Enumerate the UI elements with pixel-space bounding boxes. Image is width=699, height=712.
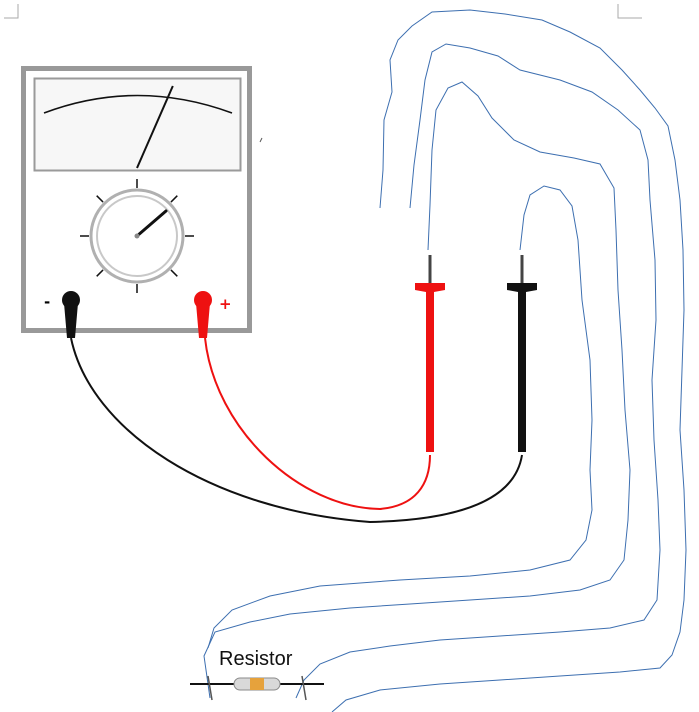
scribble-middle-loop bbox=[295, 43, 661, 699]
resistor-clip-right bbox=[301, 675, 307, 701]
crop-mark-right bbox=[617, 4, 642, 19]
test-probe-black-icon[interactable] bbox=[507, 255, 537, 452]
knob-pointer bbox=[135, 209, 168, 238]
scribble-inner-loop bbox=[203, 81, 631, 699]
banana-jack-red-icon[interactable] bbox=[194, 291, 212, 338]
knob-tick-mark bbox=[170, 269, 178, 277]
hand-drawn-scribble bbox=[203, 9, 687, 712]
banana-jack-black-icon[interactable] bbox=[62, 291, 80, 338]
crop-mark-left bbox=[4, 4, 19, 19]
plus-terminal-label: + bbox=[219, 295, 232, 313]
stray-mark bbox=[259, 137, 263, 143]
knob-tick-mark bbox=[170, 195, 178, 203]
range-selector-knob[interactable] bbox=[80, 179, 194, 293]
knob-tick-mark bbox=[96, 269, 104, 277]
crop-marks bbox=[4, 4, 642, 19]
analog-multimeter: - + bbox=[21, 66, 263, 338]
scribble-probe-loop bbox=[207, 185, 593, 649]
red-test-lead-wire bbox=[204, 337, 431, 511]
resistor-component[interactable]: Resistor bbox=[190, 648, 324, 701]
minus-terminal-label: - bbox=[44, 293, 50, 311]
resistor-color-band bbox=[250, 678, 264, 690]
knob-tick-mark bbox=[96, 195, 104, 203]
knob-center-dot bbox=[134, 233, 140, 239]
knob-tick-marks bbox=[80, 179, 194, 293]
test-probe-red-icon[interactable] bbox=[415, 255, 445, 452]
resistor-clip-left bbox=[207, 675, 213, 701]
scribble-outer-loop bbox=[331, 9, 687, 712]
meter-display-window bbox=[33, 77, 242, 172]
resistor-label: Resistor bbox=[219, 648, 293, 670]
black-test-lead-wire bbox=[70, 337, 523, 524]
meter-needle bbox=[136, 85, 174, 169]
meter-scale-arc bbox=[43, 94, 233, 114]
